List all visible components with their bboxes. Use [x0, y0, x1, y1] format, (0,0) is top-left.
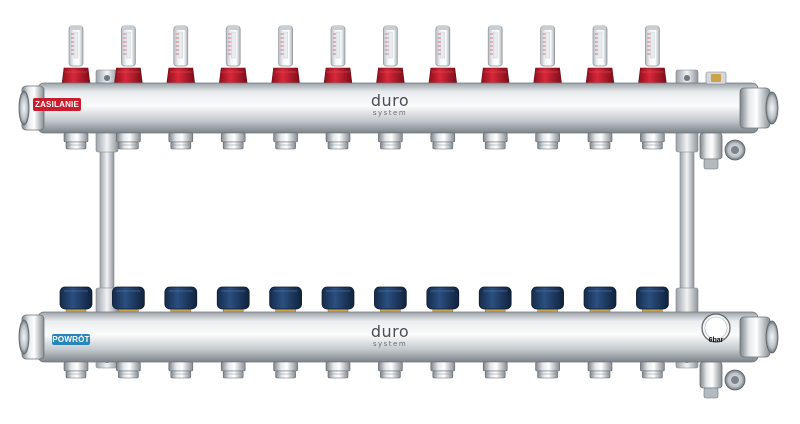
outlet-connector[interactable] — [63, 361, 89, 379]
outlet-connector[interactable] — [116, 132, 141, 150]
outlet-connector[interactable] — [430, 361, 456, 379]
return-label-tag: POWRÓT — [52, 334, 90, 345]
outlet-connector[interactable] — [640, 132, 665, 150]
flow-meter[interactable] — [323, 25, 353, 85]
valve-cap-row — [59, 286, 669, 314]
valve-cap[interactable] — [426, 286, 460, 314]
supply-end-fitting — [739, 87, 771, 129]
outlet-connector[interactable] — [587, 132, 613, 150]
valve-cap[interactable] — [321, 286, 355, 314]
supply-air-vent — [699, 71, 746, 170]
flow-meter[interactable] — [61, 25, 91, 85]
return-manifold — [18, 286, 779, 399]
flow-meter[interactable] — [114, 25, 143, 85]
return-end-opening — [765, 320, 779, 354]
valve-cap[interactable] — [374, 286, 407, 314]
brand-name: duro — [370, 91, 410, 110]
gauge-label: 6bar — [708, 337, 724, 344]
flow-meter[interactable] — [585, 25, 615, 85]
outlet-connector[interactable] — [587, 361, 613, 379]
outlet-connector[interactable] — [168, 361, 194, 379]
valve-cap[interactable] — [478, 286, 512, 314]
outlet-connector[interactable] — [63, 132, 89, 150]
supply-inlet-opening — [18, 90, 30, 126]
outlet-connector[interactable] — [535, 361, 560, 379]
pressure-gauge — [701, 313, 731, 343]
outlet-connector[interactable] — [325, 132, 351, 150]
return-inlet-opening — [18, 319, 30, 355]
brand-tagline: system — [372, 109, 408, 117]
valve-cap[interactable] — [216, 286, 250, 314]
valve-cap[interactable] — [583, 286, 617, 314]
left-bracket-rail — [99, 144, 115, 291]
flow-meter[interactable] — [271, 25, 300, 85]
outlet-connector[interactable] — [325, 361, 351, 379]
brand-name: duro — [370, 322, 410, 341]
flow-meter[interactable] — [533, 25, 562, 85]
outlet-connector[interactable] — [220, 361, 246, 379]
flow-meter[interactable] — [166, 25, 196, 85]
brand-tagline: system — [372, 340, 408, 348]
valve-cap[interactable] — [59, 286, 93, 314]
outlet-connector[interactable] — [168, 132, 194, 150]
outlet-connector[interactable] — [640, 361, 665, 379]
return-outlet-row — [63, 361, 665, 379]
outlet-connector[interactable] — [535, 132, 560, 150]
left-bracket-screw-top — [104, 75, 110, 81]
brand-logo-bottom: duro system — [365, 322, 415, 349]
return-end-fitting — [739, 316, 771, 358]
outlet-connector[interactable] — [273, 132, 298, 150]
right-bracket-rail — [679, 144, 695, 291]
valve-cap[interactable] — [112, 286, 145, 314]
supply-outlet-row — [63, 132, 665, 150]
flow-meter[interactable] — [376, 25, 405, 85]
flow-meter[interactable] — [428, 25, 458, 85]
valve-cap[interactable] — [269, 286, 302, 314]
supply-label-tag: ZASILANIE — [33, 98, 81, 111]
valve-cap[interactable] — [164, 286, 198, 314]
flow-meter[interactable] — [218, 25, 248, 85]
outlet-connector[interactable] — [482, 132, 508, 150]
outlet-connector[interactable] — [482, 361, 508, 379]
return-drain-valve — [699, 361, 746, 399]
outlet-connector[interactable] — [378, 132, 403, 150]
outlet-connector[interactable] — [220, 132, 246, 150]
flow-meter[interactable] — [638, 25, 667, 85]
outlet-connector[interactable] — [378, 361, 403, 379]
outlet-connector[interactable] — [116, 361, 141, 379]
outlet-connector[interactable] — [273, 361, 298, 379]
right-bracket-screw-top — [684, 75, 690, 81]
supply-manifold — [18, 25, 779, 170]
supply-end-opening — [765, 91, 779, 125]
flow-meter[interactable] — [480, 25, 510, 85]
valve-cap[interactable] — [531, 286, 564, 314]
flow-meter-row — [61, 25, 667, 85]
valve-cap[interactable] — [636, 286, 669, 314]
outlet-connector[interactable] — [430, 132, 456, 150]
brand-logo-top: duro system — [365, 91, 415, 118]
